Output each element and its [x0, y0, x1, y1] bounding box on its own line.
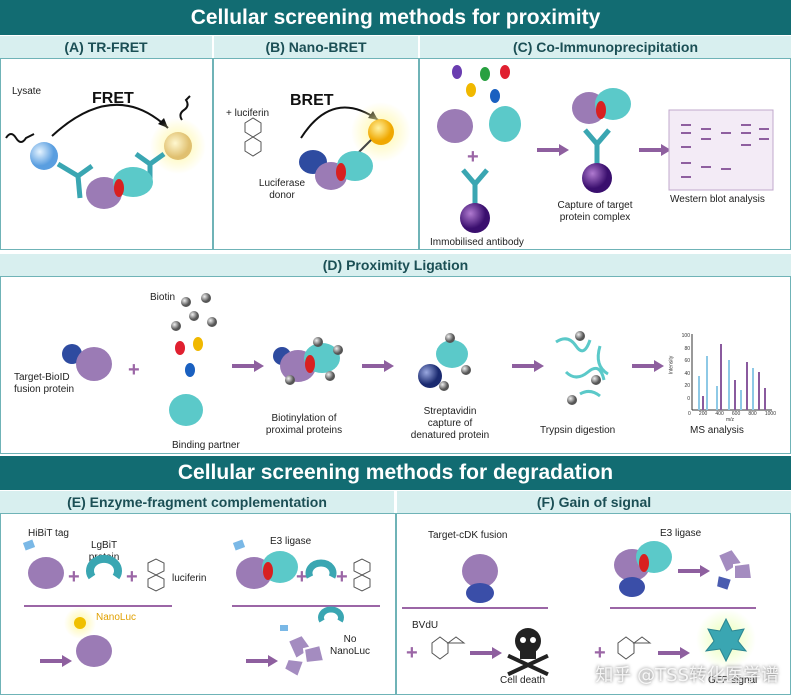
cell-death-label: Cell death [500, 675, 546, 686]
western-blot-label: Western blot analysis [670, 194, 765, 205]
coip-illustration: + [437, 65, 774, 233]
svg-text:+: + [594, 642, 606, 664]
panel-e-title: (E) Enzyme-fragment complementation [0, 491, 394, 513]
e3-ligase-f-label: E3 ligase [660, 528, 702, 539]
ms-x-tick: 200 [698, 411, 708, 417]
target-protein [86, 177, 122, 209]
ms-y-tick: 60 [684, 358, 690, 365]
luciferin-label: + luciferin [226, 108, 270, 119]
fret-illustration [5, 95, 206, 209]
ms-x-tick: 400 [715, 411, 724, 417]
ms-spectrum-chart [691, 334, 772, 411]
skull-crossbones-icon [507, 628, 549, 677]
gfp-star [704, 617, 748, 663]
svg-text:+: + [126, 566, 138, 588]
proximity-banner: Cellular screening methods for proximity [0, 0, 791, 35]
biotinylation-label: Biotinylation of proximal proteins [265, 413, 343, 436]
immobilised-antibody-label: Immobilised antibody [430, 237, 524, 248]
binding-partner-label: Binding partner [172, 440, 240, 451]
trypsin-label: Trypsin digestion [540, 425, 616, 436]
fret-label: FRET [92, 90, 134, 107]
ms-analysis-label: MS analysis [690, 425, 744, 436]
ms-ylabel: Intensity [668, 355, 675, 375]
e3-ligase-e-label: E3 ligase [270, 536, 312, 547]
ligand [114, 179, 124, 197]
ms-y-tick: 40 [684, 370, 690, 377]
bead [460, 203, 490, 233]
ms-y-tick: 100 [681, 333, 690, 339]
panel-f-title: (F) Gain of signal [397, 491, 791, 513]
gfp-signal-label: GFP signal [708, 675, 758, 686]
bret-label: BRET [290, 92, 334, 109]
panel-c-title: (C) Co-Immunoprecipitation [420, 36, 791, 58]
panel-d-title: (D) Proximity Ligation [0, 254, 791, 276]
emission-squiggle [179, 95, 191, 121]
panel-e [0, 513, 396, 695]
bvdu-label: BVdU [412, 620, 439, 631]
capture-label: Capture of target protein complex [557, 200, 633, 223]
acceptor-sphere [164, 132, 192, 160]
biotin-label: Biotin [150, 292, 176, 303]
target-bioid-label: Target-BioID fusion protein [14, 372, 75, 395]
fret-arc [51, 103, 169, 137]
degradation-banner: Cellular screening methods for degradati… [0, 456, 791, 490]
luciferin-structure-icon [244, 117, 262, 157]
svg-text:+: + [467, 146, 479, 168]
excitation-squiggle [5, 133, 35, 143]
streptavidin-label: Streptavidin capture of denatured protei… [410, 406, 490, 441]
ms-y-tick: 20 [684, 383, 690, 390]
svg-text:+: + [128, 359, 140, 381]
ms-x-tick: 0 [688, 411, 691, 417]
donor-sphere [30, 142, 58, 170]
ms-y-tick: 80 [684, 345, 690, 352]
ms-y-ticks: 100 80 60 40 20 0 [674, 330, 690, 406]
nanoluc-label: NanoLuc [96, 612, 137, 623]
hibit-label: HiBiT tag [28, 528, 69, 539]
target-cdk-label: Target-cDK fusion [428, 530, 508, 541]
ms-x-tick: 1000 [764, 411, 776, 417]
luciferase-donor-label: Luciferase donor [258, 178, 306, 201]
ms-x-ticks: 0 200 400 600 800 1000 [688, 411, 776, 417]
antibody-left [56, 161, 94, 199]
bret-illustration [244, 102, 411, 190]
gain-of-signal-illustration: + + [402, 541, 756, 677]
panel-b-title: (B) Nano-BRET [214, 36, 418, 58]
svg-text:+: + [296, 566, 308, 588]
luciferin-e-label: luciferin [172, 573, 207, 584]
panel-a-title: (A) TR-FRET [0, 36, 212, 58]
lysate-label: Lysate [12, 86, 42, 97]
ms-y-tick: 0 [687, 395, 690, 402]
ms-x-tick: 600 [731, 411, 741, 417]
no-nanoluc-label: No NanoLuc [330, 634, 371, 657]
western-blot-gel [668, 109, 774, 191]
ms-xlabel: m/z [726, 417, 735, 423]
ms-x-tick: 800 [748, 411, 757, 417]
svg-text:+: + [406, 642, 418, 664]
svg-text:+: + [68, 566, 80, 588]
proximity-ligation-illustration: + [62, 293, 772, 426]
acceptor-sphere [368, 119, 394, 145]
watermark: 知乎 @TSS转化医学谱 [595, 665, 779, 686]
svg-text:+: + [336, 566, 348, 588]
enzyme-fragment-illustration: + + + + [22, 539, 380, 679]
